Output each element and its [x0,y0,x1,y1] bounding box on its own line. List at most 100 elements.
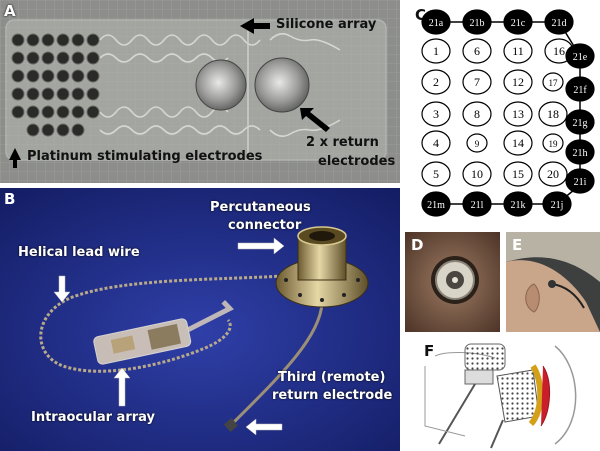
panel-a: A Silicone array Platinum stimulating el… [0,0,400,183]
arrow-intraocular-icon [113,367,131,407]
electrode-19: 19 [542,133,564,153]
electrode-label: 12 [512,75,524,89]
electrode-label: 21k [511,200,526,211]
return-electrodes-label-2: electrodes [318,154,396,169]
platinum-electrode-grid [11,33,100,137]
percutaneous-connector-label-1: Percutaneous [210,200,311,215]
panel-d: D [405,232,500,332]
panel-f: F [405,336,600,451]
electrode-label: 15 [512,167,524,181]
electrode-21c: 21c [503,9,533,35]
intraocular-array [93,300,234,365]
electrode-21k: 21k [503,191,533,217]
electrode-label: 21m [427,200,445,211]
electrode-21a: 21a [421,9,451,35]
arrow-silicone-icon [240,18,270,34]
percutaneous-connector-label-2: connector [228,218,302,233]
panel-e-letter: E [512,236,523,254]
electrode-4: 4 [421,130,451,156]
electrode-18: 18 [538,101,568,127]
electrode-12: 12 [503,69,533,95]
electrode-5: 5 [421,161,451,187]
arrow-connector-icon [237,237,285,255]
electrode-label: 20 [547,167,559,181]
electrode-label: 18 [547,107,559,121]
implant-photo [0,188,400,451]
electrode-label: 6 [474,44,480,58]
electrode-label: 14 [512,136,524,150]
electrode-label: 21d [552,18,567,29]
patient-head-photo [506,232,600,332]
electrode-label: 21e [573,52,588,63]
electrode-21j: 21j [542,191,572,217]
electrode-label: 10 [471,167,483,181]
electrode-21h: 21h [565,139,595,165]
connector-in-situ-photo [405,232,500,332]
implant-schematic [424,343,577,449]
electrode-2: 2 [421,69,451,95]
return-electrode-1 [195,59,247,111]
percutaneous-connector [275,226,369,308]
electrode-label: 5 [433,167,439,181]
electrode-label: 13 [512,107,524,121]
arrow-platinum-icon [9,148,21,168]
panel-c-letter: C [415,6,427,24]
electrode-21m: 21m [421,191,451,217]
panel-e: E [506,232,600,332]
electrode-21g: 21g [565,109,595,135]
return-electrode-2 [254,57,310,113]
third-return-electrode-label-1: Third (remote) [278,370,386,385]
electrode-label: 21h [573,148,588,159]
electrode-21i: 21i [565,168,595,194]
electrode-label: 21g [573,118,588,129]
electrode-label: 19 [549,139,559,149]
electrode-label: 7 [474,75,480,89]
third-return-electrode-label-2: return electrode [272,388,393,403]
electrode-label: 21j [551,200,564,211]
electrode-6: 6 [462,38,492,64]
electrode-21d: 21d [544,9,574,35]
electrode-10: 10 [462,161,492,187]
electrode-8: 8 [462,101,492,127]
electrode-label: 21c [511,18,526,29]
intraocular-array-label: Intraocular array [31,410,155,425]
electrode-13: 13 [503,101,533,127]
panel-d-letter: D [411,236,424,254]
arrow-helical-icon [53,275,71,303]
panel-b-letter: B [4,190,16,208]
arrow-third-return-icon [245,418,283,436]
electrode-label: 16 [553,44,565,58]
helical-lead-wire [39,274,283,373]
electrode-11: 11 [503,38,533,64]
electrode-label: 21a [429,18,444,29]
electrode-7: 7 [462,69,492,95]
electrode-14: 14 [503,130,533,156]
silicone-array-label: Silicone array [276,17,377,32]
electrode-3: 3 [421,101,451,127]
electrode-17: 17 [542,72,564,92]
electrode-label: 17 [549,78,559,88]
silicone-array-photo [0,0,400,183]
lead-wires [99,32,341,138]
electrode-21e: 21e [565,43,595,69]
electrode-21f: 21f [565,76,595,102]
electrode-15: 15 [503,161,533,187]
electrode-label: 8 [474,107,480,121]
electrode-9: 9 [466,133,488,153]
electrode-label: 4 [433,136,439,150]
return-electrodes-label-1: 2 x return [306,135,379,150]
electrode-21l: 21l [462,191,492,217]
electrode-label: 11 [512,44,524,58]
panel-f-letter: F [424,342,435,360]
electrode-label: 1 [433,44,439,58]
panel-b: B Percutaneous connector Helical lead wi… [0,188,400,451]
panel-a-letter: A [4,2,16,20]
electrode-label: 3 [433,107,439,121]
electrode-label: 2 [433,75,439,89]
electrode-1: 1 [421,38,451,64]
arrow-return-icon [300,108,330,132]
electrode-label: 21b [470,18,485,29]
platinum-electrodes-label: Platinum stimulating electrodes [27,149,263,164]
